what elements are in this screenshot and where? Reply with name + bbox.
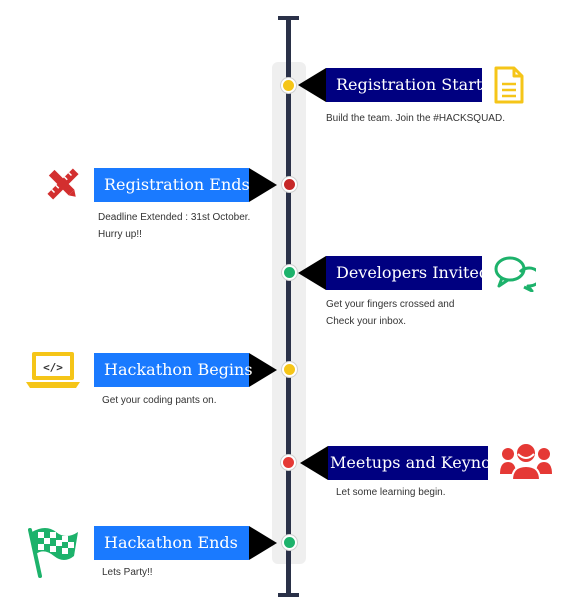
event-title: Hackathon Ends (94, 526, 249, 560)
timeline-bottom-cap (278, 593, 299, 597)
event-title: Developers Invited (326, 256, 489, 290)
pointer-arrow (298, 256, 326, 290)
event-description: Get your fingers crossed and Check your … (326, 296, 454, 330)
event-description-line: Let some learning begin. (336, 487, 446, 498)
event-description-line: Deadline Extended : 31st October. (98, 212, 251, 223)
event-description-line: Build the team. Join the #HACKSQUAD. (326, 113, 505, 124)
timeline-dot (281, 78, 296, 93)
timeline-dot (282, 177, 297, 192)
event-description: Get your coding pants on. (102, 392, 217, 409)
event-description-line: Hurry up!! (98, 229, 142, 240)
pointer-arrow (298, 68, 326, 102)
pencil-ruler-icon (47, 168, 79, 200)
event-title: Registration Ends (94, 168, 250, 202)
chat-bubbles-icon (494, 256, 536, 292)
document-icon (494, 66, 524, 104)
laptop-code-icon: </> (26, 352, 80, 388)
people-group-icon (500, 442, 552, 481)
event-description-line: Lets Party!! (102, 567, 153, 578)
event-description: Let some learning begin. (336, 484, 446, 501)
event-title: Meetups and Keynotes (328, 446, 515, 480)
timeline-top-cap (278, 16, 299, 20)
event-description: Lets Party!! (102, 564, 153, 581)
pointer-arrow (249, 168, 277, 202)
event-description-line: Check your inbox. (326, 316, 407, 327)
pointer-arrow (300, 446, 328, 480)
timeline-dot (282, 362, 297, 377)
timeline-dot (282, 265, 297, 280)
event-description-line: Get your fingers crossed and (326, 299, 455, 310)
pointer-arrow (249, 526, 277, 560)
timeline-line (286, 18, 291, 596)
checkered-flag-icon (28, 528, 78, 578)
timeline-dot (281, 455, 296, 470)
event-description: Build the team. Join the #HACKSQUAD. (326, 110, 505, 127)
event-description-line: Get your coding pants on. (102, 395, 217, 406)
event-description: Deadline Extended : 31st October. Hurry … (98, 209, 250, 243)
timeline-dot (282, 535, 297, 550)
pointer-arrow (249, 353, 277, 387)
svg-text:</>: </> (43, 361, 63, 374)
event-title: Hackathon Begins (94, 353, 253, 387)
event-title: Registration Starts (326, 68, 491, 102)
